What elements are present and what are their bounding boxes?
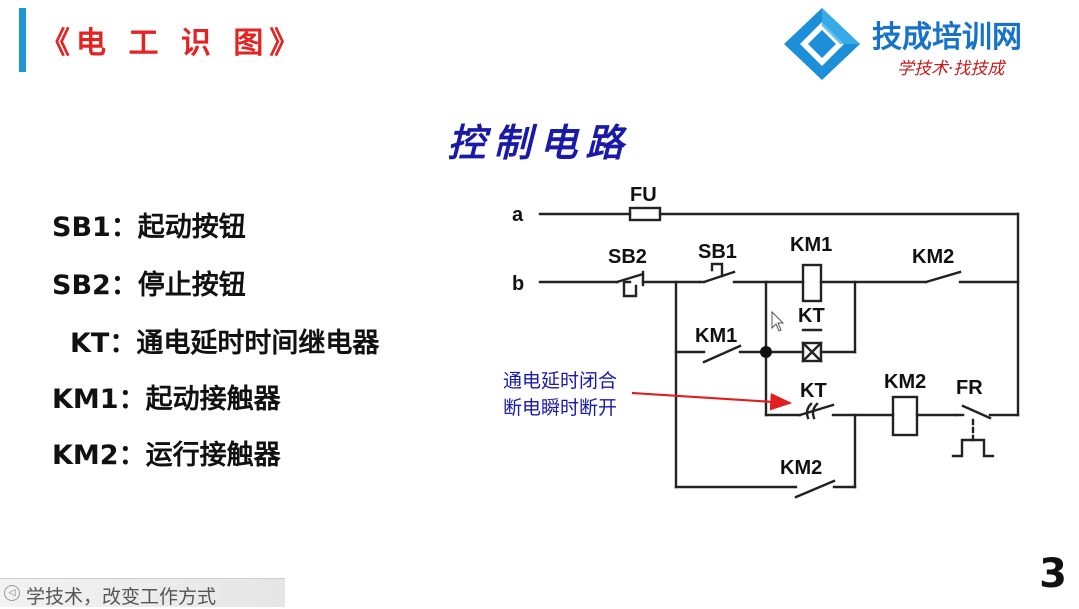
junction-dot — [760, 346, 772, 358]
label-sb1: SB1 — [698, 241, 737, 263]
legend-item-km1: KM1：起动接触器 — [52, 384, 281, 415]
label-km2-bottom: KM2 — [780, 457, 822, 479]
legend-item-sb1: SB1：起动按钮 — [52, 212, 246, 243]
sb2-contact — [615, 272, 645, 284]
label-km2-top: KM2 — [912, 246, 954, 268]
note-arrow — [631, 391, 793, 411]
legend-item-kt: KT：通电延时时间继电器 — [70, 328, 380, 359]
header-accent-bar — [19, 8, 26, 72]
km2-contact-top — [924, 270, 962, 284]
logo-name: 技成培训网 — [872, 20, 1022, 55]
footer-bar[interactable]: ◁ 学技术，改变工作方式 — [0, 578, 285, 608]
page-number: 3 — [1039, 551, 1067, 597]
km2-contact-bottom — [794, 479, 836, 499]
back-icon[interactable]: ◁ — [4, 585, 20, 601]
fr-contact — [961, 404, 992, 420]
logo: 技成培训网 学技术·找技成 — [782, 4, 1072, 84]
fuse-symbol — [628, 206, 662, 222]
kt-timed-contact — [798, 403, 835, 417]
line-label-b: b — [512, 273, 524, 295]
note-line-2: 断电瞬时断开 — [503, 397, 617, 419]
mouse-cursor-icon — [771, 310, 785, 332]
logo-diamond-icon — [784, 8, 860, 80]
note-line-1: 通电延时闭合 — [503, 370, 617, 392]
label-km1-coil: KM1 — [790, 234, 832, 256]
line-label-a: a — [512, 204, 524, 226]
km2-coil — [891, 395, 919, 437]
label-fr: FR — [956, 377, 983, 399]
label-km1-contact: KM1 — [695, 325, 737, 347]
sb1-contact — [702, 270, 736, 284]
header-title: 《电 工 识 图》 — [40, 26, 306, 61]
logo-slogan: 学技术·找技成 — [897, 59, 1005, 79]
label-sb2: SB2 — [608, 246, 647, 268]
label-kt-contact: KT — [800, 380, 827, 402]
legend-item-km2: KM2：运行接触器 — [52, 440, 281, 471]
label-fu: FU — [630, 184, 657, 206]
legend-item-sb2: SB2：停止按钮 — [52, 270, 246, 301]
km1-contact — [702, 344, 742, 364]
label-km2-coil: KM2 — [884, 371, 926, 393]
km1-coil — [801, 263, 823, 303]
slide-title: 控制电路 — [447, 120, 632, 165]
footer-text: 学技术，改变工作方式 — [26, 586, 217, 608]
label-kt-coil: KT — [798, 305, 825, 327]
